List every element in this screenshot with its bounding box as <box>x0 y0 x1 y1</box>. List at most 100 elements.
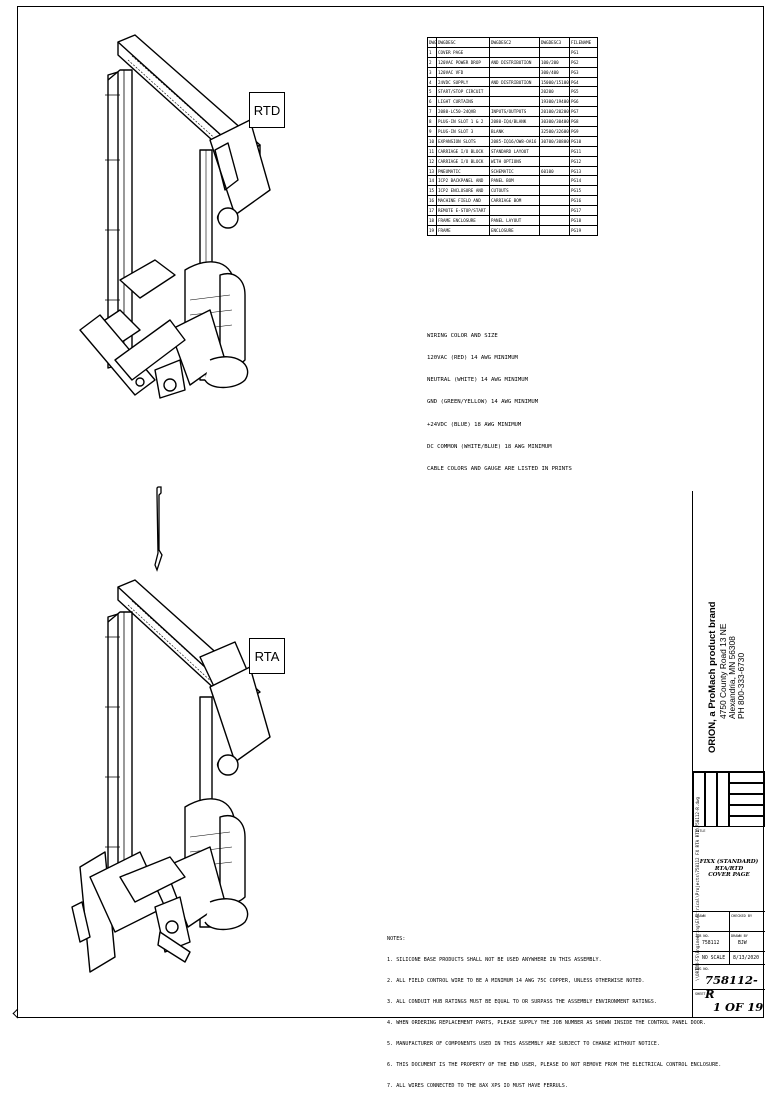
dwg-number-caption: DWG NO. <box>695 967 710 971</box>
table-header-row: DWG DWGDESC DWGDESC2 DWGDESC3 FILENAME <box>427 37 598 48</box>
table-cell: STANDARD LAYOUT <box>489 145 540 157</box>
note-line: 7. ALL WIRES CONNECTED TO THE 8AX XPS IO… <box>387 1083 568 1089</box>
table-cell <box>539 46 570 58</box>
view-label-rta: RTA <box>249 638 285 674</box>
table-cell: PG16 <box>569 195 598 207</box>
table-cell: ICP2 ENCLOSURE AND <box>436 185 490 197</box>
wiring-line: NEUTRAL (WHITE) 14 AWG MINIMUM <box>427 377 529 384</box>
table-cell <box>539 224 570 236</box>
table-cell: 17 <box>427 205 437 217</box>
table-cell: 30700/30800 <box>539 135 570 147</box>
job-row: JOB NO. 758112 DRAWN BY BJW <box>693 931 765 952</box>
company-section: ORION, a ProMach product brand 4750 Coun… <box>693 491 765 982</box>
table-cell: PANEL LAYOUT <box>489 215 540 226</box>
date-value: 8/13/2020 <box>733 956 759 961</box>
revision-cell <box>729 772 765 783</box>
table-cell: 15 <box>427 185 437 197</box>
column-header: DWGDESC3 <box>539 37 570 48</box>
note-line: 3. ALL CONDUIT HUB RATINGS MUST BE EQUAL… <box>387 999 657 1005</box>
table-cell: 120VAC POWER DROP <box>436 56 490 68</box>
table-cell: PG19 <box>569 224 598 236</box>
table-cell: 18 <box>427 215 437 226</box>
table-cell: 60100 <box>539 165 570 177</box>
revision-cell <box>717 772 729 827</box>
table-cell: 5 <box>427 86 437 98</box>
table-cell: 3 <box>427 66 437 78</box>
revision-cell <box>705 772 717 827</box>
table-cell: WITH OPTIONS <box>489 155 540 167</box>
table-cell: 13 <box>427 165 437 177</box>
table-cell: PG1 <box>569 46 598 58</box>
table-cell: 10 <box>427 135 437 147</box>
table-cell: 24VDC SUPPLY <box>436 76 490 88</box>
table-cell: PLUG-IN SLOT 3 <box>436 126 490 137</box>
table-cell: ICP2 BACKPANEL AND <box>436 175 490 187</box>
table-cell: PLUG-IN SLOT 1 & 2 <box>436 116 490 128</box>
table-cell <box>489 46 540 58</box>
drawn-by-value: BJW <box>738 941 747 946</box>
table-cell: START/STOP CIRCUIT <box>436 86 490 98</box>
wiring-line: 120VAC (RED) 14 AWG MINIMUM <box>427 355 518 362</box>
note-line: 1. SILICONE BASE PRODUCTS SHALL NOT BE U… <box>387 957 602 963</box>
table-cell: 300/400 <box>539 66 570 78</box>
table-cell: CARRIAGE I/O BLOCK <box>436 145 490 157</box>
drawn-by-caption: DRAWN BY <box>731 934 748 938</box>
note-line: 4. WHEN ORDERING REPLACEMENT PARTS, PLEA… <box>387 1020 706 1026</box>
table-cell: PG5 <box>569 86 598 98</box>
table-cell: 15000/15100 <box>539 76 570 88</box>
remote-estop-detail <box>152 485 166 580</box>
table-cell: PG12 <box>569 155 598 167</box>
table-cell: PG17 <box>569 205 598 217</box>
table-cell: CARRIAGE I/O BLOCK <box>436 155 490 167</box>
drawing-title-line: FIXX (STANDARD) <box>699 859 759 865</box>
table-cell: 7 <box>427 106 437 118</box>
sheet-number-row: SHEET NO. 1 OF 19 <box>693 989 765 1018</box>
drawing-number-row: DWG NO. 758112-R <box>693 964 765 1001</box>
notes-heading: NOTES: <box>387 936 406 942</box>
table-cell: CUTOUTS <box>489 185 540 197</box>
table-cell: PG18 <box>569 215 598 226</box>
table-cell <box>489 66 540 78</box>
table-cell: 1 <box>427 46 437 58</box>
table-cell: 11 <box>427 145 437 157</box>
wiring-color-notes: WIRING COLOR AND SIZE 120VAC (RED) 14 AW… <box>427 318 572 481</box>
table-cell: REMOTE E-STOP/START <box>436 205 490 217</box>
table-cell: PG2 <box>569 56 598 68</box>
sheet-number: 1 OF 19 <box>713 1000 764 1014</box>
view-label-rtd: RTD <box>249 92 285 128</box>
table-cell: 2080-LC50-24QVB <box>436 106 490 118</box>
table-cell: PG13 <box>569 165 598 177</box>
table-cell: CARRIAGE BOM <box>489 195 540 207</box>
sheet-caption: SHEET NO. <box>695 992 714 996</box>
table-cell: 100/200 <box>539 56 570 68</box>
drawing-index-table: DWG DWGDESC DWGDESC2 DWGDESC3 FILENAME 1… <box>427 37 598 236</box>
wiring-line: GND (GREEN/YELLOW) 14 AWG MINIMUM <box>427 399 539 406</box>
table-cell: FRAME ENCLOSURE <box>436 215 490 226</box>
table-cell: PG15 <box>569 185 598 197</box>
table-cell: AND DISTRIBUTION <box>489 56 540 68</box>
wiring-line: CABLE COLORS AND GAUGE ARE LISTED IN PRI… <box>427 466 572 473</box>
table-cell: PANEL BOM <box>489 175 540 187</box>
column-header: FILENAME <box>569 37 598 48</box>
table-cell <box>539 175 570 187</box>
column-header: DWGDESC2 <box>489 37 540 48</box>
drawn-caption: DRAWN <box>695 914 706 918</box>
drawing-number: 758112-R <box>705 973 758 1001</box>
table-cell: 20100/20200 <box>539 106 570 118</box>
table-cell: PG8 <box>569 116 598 128</box>
revision-grid <box>693 771 765 827</box>
table-cell: PNEUMATIC <box>436 165 490 177</box>
revision-cell <box>693 772 705 827</box>
drawing-title-section: TITLE FIXX (STANDARD) RTA/RTD COVER PAGE <box>693 826 765 911</box>
column-header: DWGDESC <box>436 37 490 48</box>
